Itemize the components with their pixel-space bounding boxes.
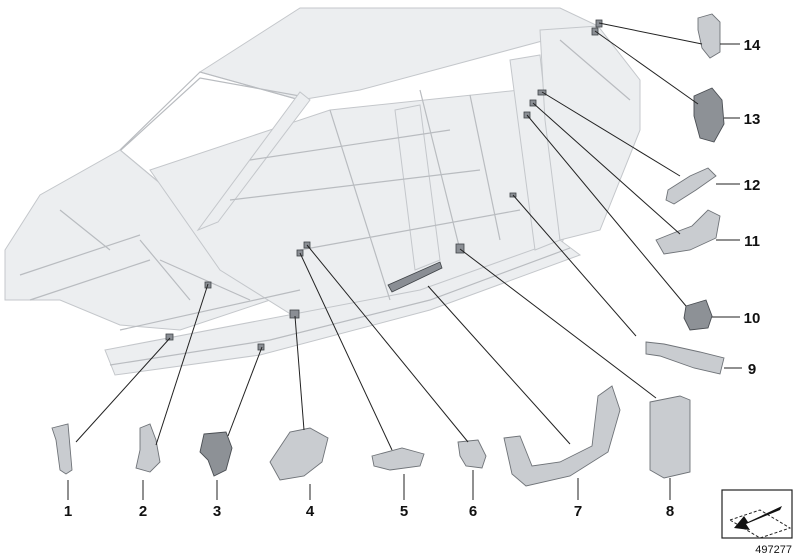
diagram-number: 497277 <box>755 544 792 556</box>
part-1-bracket[interactable] <box>51 423 73 475</box>
a-pillar <box>196 91 311 232</box>
leader-3 <box>227 346 263 437</box>
part-12-bracket[interactable] <box>665 167 717 205</box>
leader-6 <box>306 244 469 443</box>
callout-6[interactable]: 6 <box>469 503 477 520</box>
leader-8 <box>459 248 657 399</box>
part-3-bracket[interactable] <box>199 431 233 477</box>
part-11-bracket[interactable] <box>655 209 721 255</box>
leader-1 <box>75 337 171 443</box>
leader-2 <box>155 283 209 446</box>
part-14-bracket[interactable] <box>697 13 721 59</box>
installed-part-8 <box>455 243 465 254</box>
part-9-bracket[interactable] <box>645 341 725 375</box>
callout-labels: 1 2 3 4 5 6 7 8 9 10 11 12 13 14 <box>64 37 761 520</box>
callout-5[interactable]: 5 <box>400 503 408 520</box>
part-2-bracket[interactable] <box>135 423 161 473</box>
leader-14 <box>598 22 703 45</box>
callout-4[interactable]: 4 <box>306 503 315 520</box>
leader-5 <box>299 252 393 451</box>
part-13-panel[interactable] <box>693 87 725 143</box>
leader-4 <box>294 315 305 431</box>
callout-1[interactable]: 1 <box>64 503 72 520</box>
callout-9[interactable]: 9 <box>748 361 756 378</box>
dashed-arrow-icon <box>721 489 793 539</box>
installed-part-1 <box>165 333 174 341</box>
callout-11[interactable]: 11 <box>744 233 760 250</box>
leader-10 <box>526 114 687 307</box>
part-6-bracket[interactable] <box>457 439 487 469</box>
part-4-shield[interactable] <box>269 427 329 481</box>
car-body-shell <box>4 7 641 376</box>
part-5-bracket[interactable] <box>371 447 425 471</box>
part-8-panel[interactable] <box>649 395 691 479</box>
callout-3[interactable]: 3 <box>213 503 221 520</box>
loose-parts <box>51 13 725 487</box>
leader-9 <box>512 194 637 337</box>
callout-7[interactable]: 7 <box>574 503 582 520</box>
callout-10[interactable]: 10 <box>744 310 761 327</box>
callout-13[interactable]: 13 <box>744 111 761 128</box>
callout-12[interactable]: 12 <box>744 177 761 194</box>
installed-part-7 <box>387 261 443 293</box>
part-7-sill-reinforcement[interactable] <box>503 385 621 487</box>
callout-8[interactable]: 8 <box>666 503 674 520</box>
leader-11 <box>532 102 681 235</box>
callout-14[interactable]: 14 <box>744 37 761 54</box>
rocker-edge <box>109 247 571 366</box>
installed-part-4 <box>289 309 300 319</box>
leader-13 <box>594 30 699 105</box>
body-detail-lines <box>19 39 631 331</box>
leader-lines <box>67 22 742 500</box>
leader-7 <box>427 285 571 445</box>
leader-12 <box>541 91 681 177</box>
callout-2[interactable]: 2 <box>139 503 147 520</box>
part-10-bracket[interactable] <box>683 299 713 331</box>
b-pillar <box>394 104 441 271</box>
